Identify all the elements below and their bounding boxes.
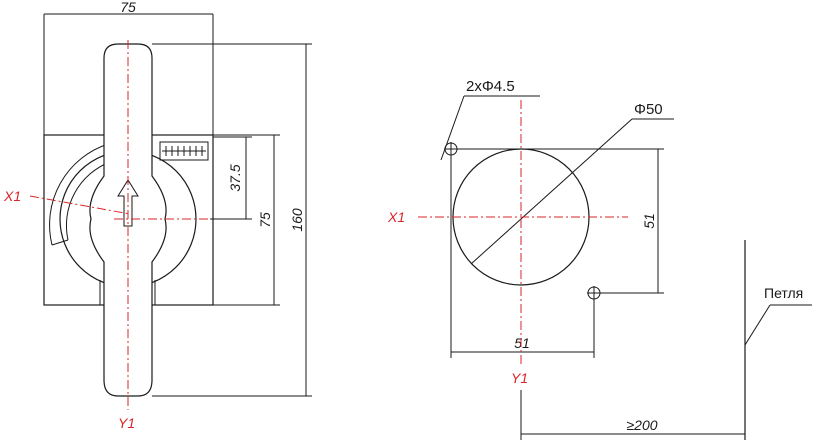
right-view: 2xΦ4.5 Φ50 51 51 X1 Y1 ≥200 (387, 78, 812, 440)
distance-label: ≥200 (626, 417, 657, 433)
hinge-leader (744, 304, 771, 346)
quadrant-arc-outer (49, 143, 109, 246)
plate-height-label: 75 (257, 212, 273, 228)
axis-y1-left-label: Y1 (118, 415, 135, 431)
axis-y1-right-label: Y1 (511, 370, 528, 386)
hole-spacing-h-label: 51 (514, 335, 530, 351)
diameter-leader (470, 118, 633, 265)
axis-x1-right-label: X1 (387, 209, 405, 225)
terminal-block-pins (162, 146, 206, 156)
width-dimension-label: 75 (120, 0, 136, 15)
direction-arrow-icon (117, 179, 139, 227)
quadrant-arc-end (51, 239, 69, 246)
hole-spacing-v-label: 51 (641, 213, 657, 229)
terminal-block (159, 141, 209, 161)
quadrant-arc-inner (65, 161, 111, 241)
holes-dimension-label: 2xΦ4.5 (466, 78, 515, 95)
axis-x1-left-label: X1 (3, 188, 21, 204)
shaft-offset-label: 37.5 (227, 164, 243, 191)
hinge-label: Петля (764, 285, 803, 301)
holes-leader (440, 95, 465, 161)
overall-height-label: 160 (289, 208, 305, 232)
left-view: 75 X1 Y1 (3, 0, 312, 431)
diameter-dimension-label: Φ50 (634, 101, 663, 118)
